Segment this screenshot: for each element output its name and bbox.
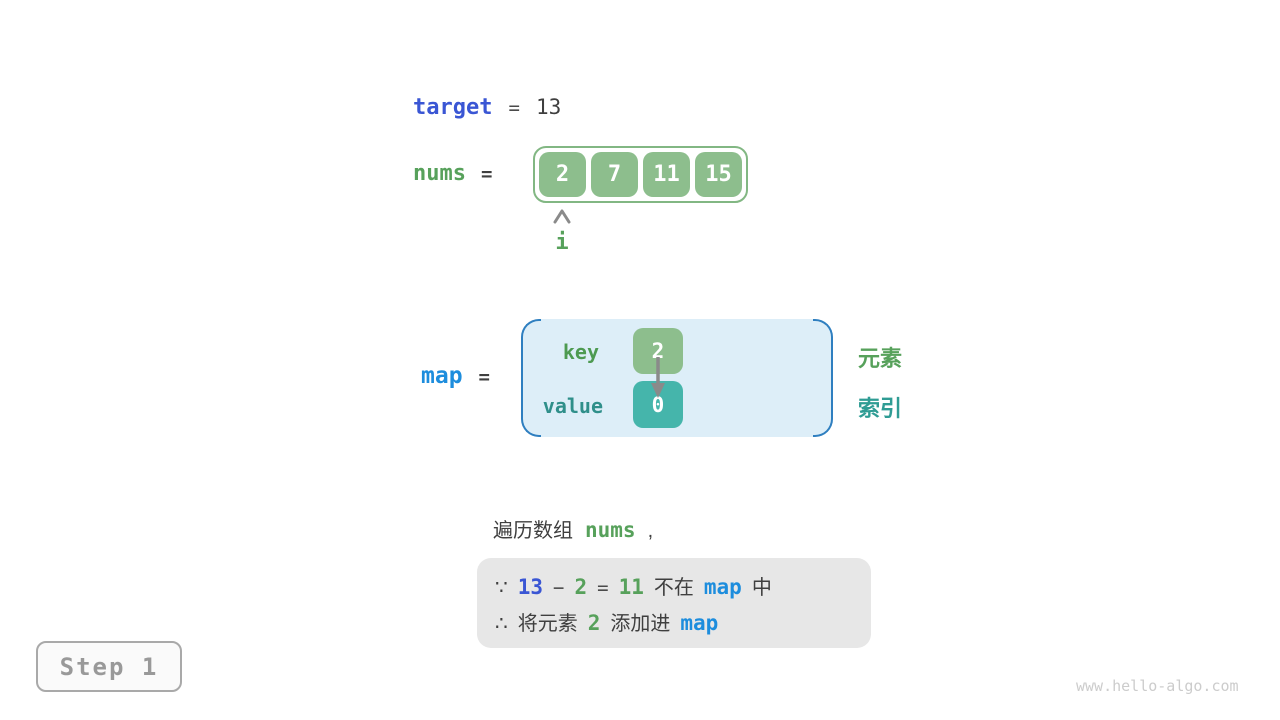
note-minus-sign: −	[553, 576, 565, 599]
map-bracket-right	[813, 319, 833, 437]
target-equals: =	[508, 97, 520, 119]
array-cell: 7	[591, 152, 638, 197]
note-in-suffix: 中	[751, 576, 772, 599]
note-equals-sign: =	[597, 576, 609, 599]
map-value-label: value	[542, 394, 603, 418]
note-difference: 11	[618, 574, 644, 599]
reasoning-note: ∵ 13 − 2 = 11 不在 map 中 ∴ 将元素 2 添加进 map	[477, 558, 871, 648]
array-cell: 2	[539, 152, 586, 197]
note-not-in-text: 不在	[653, 576, 694, 599]
map-panel: key value 2 0	[521, 319, 833, 437]
map-bracket-left	[521, 319, 541, 437]
key-to-value-arrow-icon	[651, 357, 665, 398]
array-cell: 15	[695, 152, 742, 197]
caption-text: 遍历数组	[493, 520, 573, 542]
index-pointer-icon	[553, 209, 571, 224]
caption: 遍历数组 nums ,	[493, 514, 653, 543]
map-variable: map	[421, 363, 463, 389]
because-symbol: ∵	[495, 576, 508, 599]
note-element-value: 2	[587, 610, 601, 635]
map-equals: =	[478, 366, 490, 388]
caption-punctuation: ,	[647, 520, 654, 542]
map-assignment: map =	[421, 363, 490, 389]
note-line-because: ∵ 13 − 2 = 11 不在 map 中	[495, 571, 871, 600]
note-action-suffix: 添加进	[610, 612, 671, 635]
therefore-symbol: ∴	[495, 612, 508, 635]
array-cell: 11	[643, 152, 690, 197]
watermark: www.hello-algo.com	[1076, 677, 1239, 695]
nums-variable: nums	[413, 161, 466, 186]
nums-array: 2 7 11 15	[533, 146, 748, 203]
target-variable: target	[413, 95, 493, 120]
index-pointer-label: i	[555, 230, 569, 255]
note-map-ref: map	[680, 610, 719, 635]
target-value: 13	[535, 95, 562, 119]
caption-code: nums	[585, 518, 636, 542]
target-assignment: target = 13	[413, 95, 561, 120]
note-minuend: 13	[517, 574, 544, 599]
map-key-label: key	[562, 340, 599, 364]
note-subtrahend: 2	[574, 574, 588, 599]
legend-index-label: 索引	[858, 396, 903, 421]
legend-element-label: 元素	[858, 346, 903, 371]
note-action-prefix: 将元素	[517, 612, 578, 635]
note-map-ref: map	[703, 574, 742, 599]
nums-equals: =	[480, 163, 493, 185]
note-line-therefore: ∴ 将元素 2 添加进 map	[495, 607, 871, 636]
nums-assignment: nums =	[413, 161, 492, 186]
step-badge: Step 1	[36, 641, 182, 692]
